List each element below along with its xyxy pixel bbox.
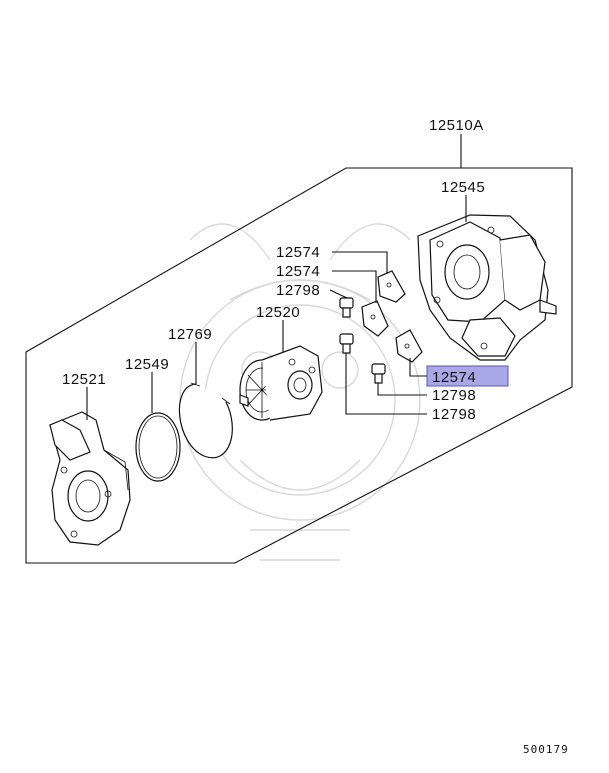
label-12520: 12520 xyxy=(256,304,300,321)
bolt-lower-left xyxy=(339,333,354,354)
leader-shim-mid xyxy=(332,270,377,303)
label-12521: 12521 xyxy=(62,371,106,388)
leader-bolt-right-b xyxy=(345,353,427,415)
label-12574-top: 12574 xyxy=(276,244,320,261)
compressor-housing xyxy=(49,411,131,546)
label-12798-top: 12798 xyxy=(276,282,320,299)
snap-ring xyxy=(178,382,233,459)
label-12510A: 12510A xyxy=(429,117,484,134)
o-ring xyxy=(135,412,181,482)
leader-shim-top xyxy=(332,251,388,274)
cartridge-assembly xyxy=(239,345,323,421)
leader-bolt-right-a xyxy=(377,383,427,396)
turbine-housing xyxy=(417,214,557,361)
assembly-boundary xyxy=(25,167,573,564)
leader-bolt-top xyxy=(329,289,348,299)
leader-shim-highlight xyxy=(409,358,427,377)
label-12798-right-b: 12798 xyxy=(432,406,476,423)
shim-plate-mid xyxy=(361,300,389,337)
label-12574-mid: 12574 xyxy=(276,263,320,280)
diagram-code: 500179 xyxy=(523,743,569,756)
label-12574-highlight[interactable]: 12574 xyxy=(432,369,476,386)
label-12549: 12549 xyxy=(125,356,169,373)
bolt-lower-right xyxy=(371,363,386,384)
label-12798-right-a: 12798 xyxy=(432,387,476,404)
shim-plate-top xyxy=(377,270,406,303)
label-12545: 12545 xyxy=(441,179,485,196)
label-12769: 12769 xyxy=(168,326,212,343)
